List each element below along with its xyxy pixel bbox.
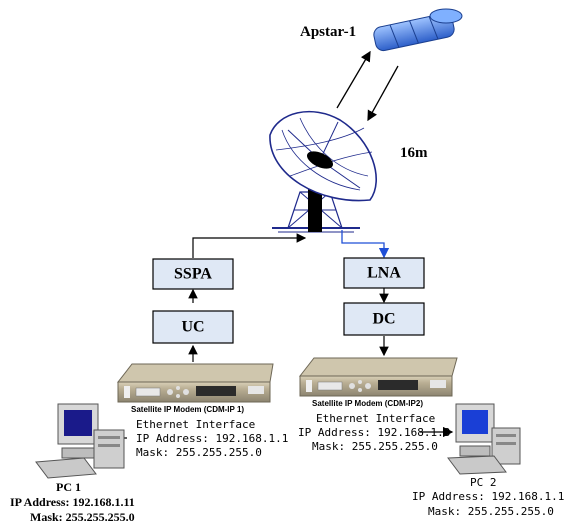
modem-2-mask: Mask: 255.255.255.0 xyxy=(312,440,438,453)
antenna-size-label: 16m xyxy=(400,145,428,161)
uc-block: UC xyxy=(152,310,234,344)
pc-1-label: PC 1 xyxy=(56,480,81,494)
modem-1-mask: Mask: 255.255.255.0 xyxy=(136,446,262,459)
lna-label: LNA xyxy=(367,265,401,282)
modem-1-interface: Ethernet Interface xyxy=(136,418,256,431)
uc-label: UC xyxy=(181,319,204,336)
modem-1-ip: IP Address: 192.168.1.1 xyxy=(136,432,289,445)
ssp-block: SSPA xyxy=(152,258,234,290)
pc-2-mask: Mask: 255.255.255.0 xyxy=(428,505,554,518)
uplink-arrow xyxy=(336,50,371,109)
modem-1-title: Satellite IP Modem (CDM-IP 1) xyxy=(131,405,245,414)
modem-2-interface: Ethernet Interface xyxy=(316,412,436,425)
modem-2-ip: IP Address: 192.168.1.3 xyxy=(298,426,451,439)
modem-2-title: Satellite IP Modem (CDM-IP2) xyxy=(312,399,423,408)
pc-2-icon xyxy=(447,403,521,475)
pc-1-ip: IP Address: 192.168.1.11 xyxy=(10,495,135,509)
pc-2-label: PC 2 xyxy=(470,476,497,489)
ssp-label: SSPA xyxy=(174,266,212,283)
ssp-to-antenna-line xyxy=(192,233,307,258)
pc-1-icon xyxy=(35,403,125,479)
modem-1-device xyxy=(116,363,274,403)
antenna-to-lna-line xyxy=(341,230,390,259)
dc-block: DC xyxy=(343,302,425,336)
pc-1-mask: Mask: 255.255.255.0 xyxy=(30,510,135,524)
dish-antenna-icon xyxy=(269,110,378,233)
modem-2-device xyxy=(298,357,458,397)
dc-label: DC xyxy=(372,311,395,328)
downlink-arrow xyxy=(367,65,399,122)
satellite-label: Apstar-1 xyxy=(300,24,357,40)
satellite-icon xyxy=(373,8,463,52)
pc-2-ip: IP Address: 192.168.1.12 xyxy=(412,490,565,503)
lna-block: LNA xyxy=(343,257,425,289)
